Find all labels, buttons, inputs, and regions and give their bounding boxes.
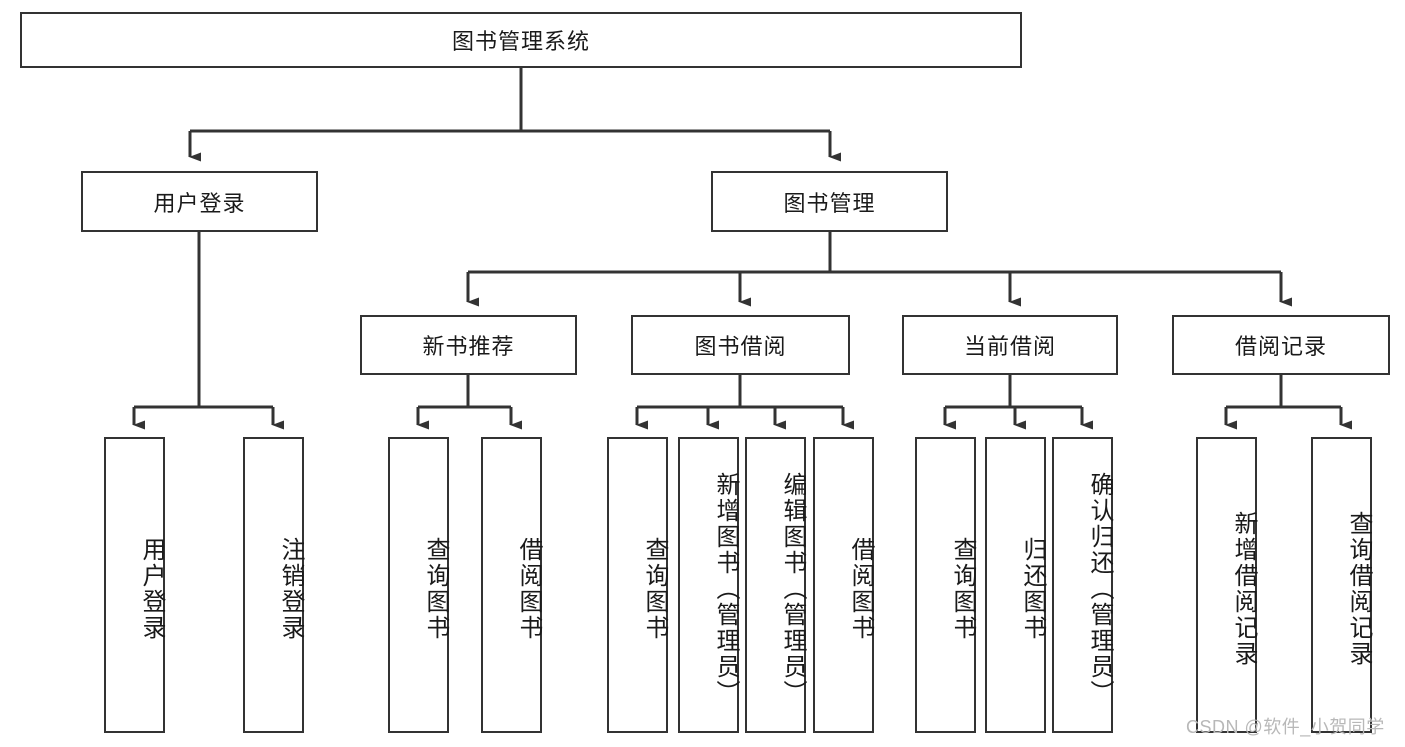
node-label: 借阅记录 [1234, 334, 1327, 359]
node-leaf-query-book-1[interactable]: 查询图书 [388, 437, 449, 733]
node-leaf-borrow-book-2[interactable]: 借阅图书 [813, 437, 874, 733]
node-user-login[interactable]: 用户登录 [81, 171, 318, 232]
node-label: 编辑图书（管理员） [779, 472, 806, 706]
node-label: 新书推荐 [422, 334, 515, 359]
node-borrow-record[interactable]: 借阅记录 [1172, 315, 1390, 375]
node-new-book-rec[interactable]: 新书推荐 [360, 315, 577, 375]
node-label: 查询借阅记录 [1345, 511, 1372, 667]
watermark-text: CSDN @软件_小贺同学 [1186, 717, 1385, 737]
node-label: 查询图书 [422, 537, 449, 641]
node-label: 用户登录 [138, 537, 165, 641]
node-label: 图书管理 [783, 190, 876, 216]
node-leaf-query-book-3[interactable]: 查询图书 [915, 437, 976, 733]
node-label: 归还图书 [1019, 537, 1046, 641]
node-leaf-logout-login[interactable]: 注销登录 [243, 437, 304, 733]
node-label: 借阅图书 [515, 537, 542, 641]
node-leaf-borrow-book-1[interactable]: 借阅图书 [481, 437, 542, 733]
node-label: 图书管理系统 [451, 29, 590, 54]
node-label: 查询图书 [949, 537, 976, 641]
node-label: 当前借阅 [963, 334, 1056, 359]
node-leaf-return-book[interactable]: 归还图书 [985, 437, 1046, 733]
node-leaf-user-login[interactable]: 用户登录 [104, 437, 165, 733]
node-leaf-add-record[interactable]: 新增借阅记录 [1196, 437, 1257, 733]
node-label: 用户登录 [153, 190, 246, 216]
node-label: 新增借阅记录 [1230, 511, 1257, 667]
node-leaf-confirm-return[interactable]: 确认归还（管理员） [1052, 437, 1113, 733]
node-label: 图书借阅 [694, 334, 787, 359]
node-label: 新增图书（管理员） [712, 472, 739, 706]
node-leaf-query-record[interactable]: 查询借阅记录 [1311, 437, 1372, 733]
node-leaf-query-book-2[interactable]: 查询图书 [607, 437, 668, 733]
node-label: 注销登录 [277, 537, 304, 641]
node-label: 查询图书 [641, 537, 668, 641]
node-label: 借阅图书 [847, 537, 874, 641]
node-book-borrow[interactable]: 图书借阅 [631, 315, 850, 375]
node-root-system[interactable]: 图书管理系统 [20, 12, 1022, 68]
node-book-manage[interactable]: 图书管理 [711, 171, 948, 232]
node-label: 确认归还（管理员） [1086, 472, 1113, 706]
node-current-borrow[interactable]: 当前借阅 [902, 315, 1118, 375]
node-leaf-edit-book[interactable]: 编辑图书（管理员） [745, 437, 806, 733]
node-leaf-add-book[interactable]: 新增图书（管理员） [678, 437, 739, 733]
